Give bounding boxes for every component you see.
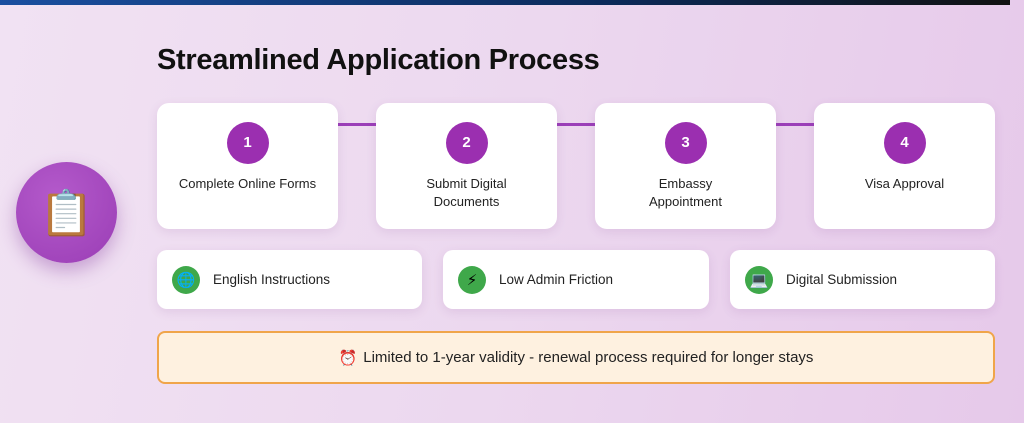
step-card-1: 1 Complete Online Forms [157, 103, 338, 229]
step-number: 4 [883, 122, 926, 164]
feature-english-instructions: 🌐 English Instructions [157, 250, 422, 309]
clipboard-icon: 📋 [16, 162, 117, 263]
step-number: 2 [445, 122, 488, 164]
step-label: Embassy Appointment [649, 176, 722, 209]
step-label: Complete Online Forms [178, 176, 317, 191]
step-label: Visa Approval [864, 176, 945, 191]
alarm-clock-icon: ⏰ [338, 349, 358, 367]
step-card-2: 2 Submit Digital Documents [376, 103, 557, 229]
feature-label: Low Admin Friction [499, 272, 614, 287]
warning-text: Limited to 1-year validity - renewal pro… [363, 349, 814, 366]
page-title: Streamlined Application Process [157, 44, 600, 76]
step-connector [338, 123, 376, 126]
step-connector [557, 123, 595, 126]
step-number: 1 [226, 122, 269, 164]
step-card-3: 3 Embassy Appointment [595, 103, 776, 229]
feature-label: English Instructions [213, 272, 331, 287]
validity-warning: ⏰ Limited to 1-year validity - renewal p… [157, 331, 995, 384]
step-connector [776, 123, 814, 126]
step-card-4: 4 Visa Approval [814, 103, 995, 229]
feature-low-admin-friction: ⚡ Low Admin Friction [443, 250, 709, 309]
top-bar [0, 0, 1010, 5]
feature-label: Digital Submission [786, 272, 898, 287]
step-label: Submit Digital Documents [426, 176, 507, 209]
feature-digital-submission: 💻 Digital Submission [730, 250, 995, 309]
step-number: 3 [664, 122, 707, 164]
laptop-icon: 💻 [745, 265, 773, 294]
globe-icon: 🌐 [172, 265, 200, 294]
lightning-icon: ⚡ [458, 265, 486, 294]
